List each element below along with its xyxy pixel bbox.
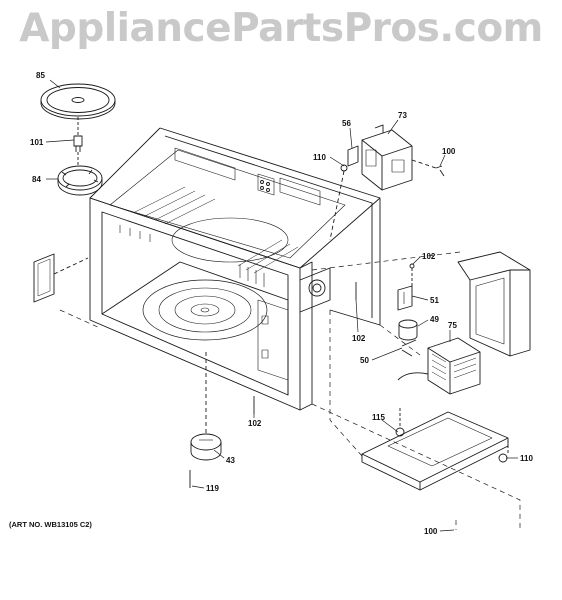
control-wall — [257, 267, 331, 381]
callout-50: 50 — [360, 356, 369, 365]
callout-73: 73 — [398, 111, 407, 120]
turntable-tray — [40, 83, 116, 120]
callout-102-b: 102 — [352, 334, 366, 343]
base-plate — [361, 408, 509, 491]
callout-115: 115 — [372, 413, 385, 422]
callout-56: 56 — [342, 119, 351, 128]
callout-labels: 85 101 84 56 73 110 100 102 51 49 75 50 … — [30, 71, 533, 536]
callout-102-c: 102 — [248, 419, 262, 428]
capacitor-group — [397, 263, 418, 357]
assembly-lines — [59, 251, 521, 530]
art-number: (ART NO. WB13105 C2) — [9, 520, 92, 529]
cavity-floor — [101, 261, 289, 395]
callout-110: 110 — [313, 153, 326, 162]
cavity-top — [89, 127, 381, 274]
callout-100-b: 100 — [424, 527, 438, 536]
fan-motor — [189, 282, 357, 488]
turntable-coupler — [73, 117, 83, 152]
roller-ring — [57, 152, 103, 196]
callout-110-b: 110 — [520, 454, 533, 463]
watermark: AppliancePartsPros.com — [19, 6, 543, 51]
callout-85: 85 — [36, 71, 45, 80]
callout-119: 119 — [206, 484, 219, 493]
callout-75: 75 — [448, 321, 457, 330]
side-vent-panel — [33, 253, 89, 303]
magnetron-assembly — [329, 124, 445, 241]
callout-84: 84 — [32, 175, 41, 184]
leader-lines — [45, 79, 518, 532]
cavity-back-wall — [159, 127, 381, 326]
high-voltage-transformer — [397, 337, 481, 395]
callout-100: 100 — [442, 147, 456, 156]
callout-49: 49 — [430, 315, 439, 324]
callout-51: 51 — [430, 296, 439, 305]
callout-43: 43 — [226, 456, 235, 465]
callout-101: 101 — [30, 138, 44, 147]
callout-102: 102 — [422, 252, 436, 261]
duct-cover — [457, 251, 531, 357]
